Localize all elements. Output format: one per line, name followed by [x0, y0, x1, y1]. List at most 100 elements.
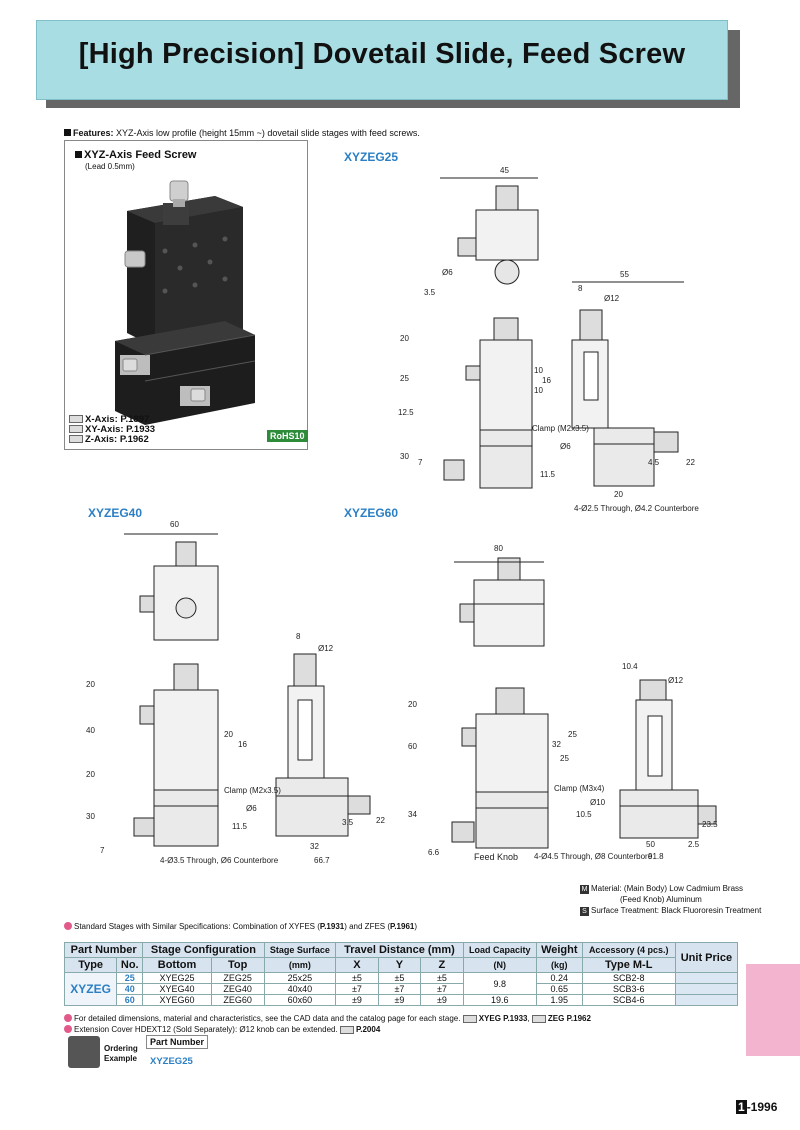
dim-label: 10: [534, 366, 543, 375]
ref-z-axis[interactable]: Z-Axis: P.1962: [69, 435, 155, 445]
th-weight: Weight: [535, 942, 583, 958]
y-cell: ±5: [377, 972, 422, 984]
th-kg: (kg): [535, 957, 583, 973]
dim-label: Clamp (M3x4): [554, 784, 605, 793]
th-load: Load Capacity: [462, 942, 537, 958]
dim-label: 16: [238, 740, 247, 749]
type-cell: XYZEG: [63, 972, 118, 1006]
title-banner: [36, 20, 728, 100]
dim-label: 20: [614, 490, 623, 499]
th-stage-surface: Stage Surface: [263, 942, 337, 958]
part-number-label: Part Number: [146, 1035, 209, 1049]
th-stage-config: Stage Configuration: [142, 942, 265, 958]
dim-label: 55: [620, 270, 629, 279]
th-unit-price: Unit Price: [674, 942, 739, 973]
ref-p1931[interactable]: P.1931: [319, 922, 345, 931]
dim-label: 4.5: [648, 458, 660, 467]
th-top: Top: [210, 957, 265, 973]
dim-label: 7: [418, 458, 423, 467]
catalog-ref-icon: [69, 415, 83, 424]
dim-label: 4-Ø2.5 Through, Ø4.2 Counterbore: [574, 504, 699, 513]
ref-x-axis[interactable]: X-Axis: P.1897: [69, 415, 155, 425]
load-cell: 9.8: [462, 972, 537, 995]
acc-cell: SCB2-8: [581, 972, 676, 984]
dim-label: 60: [408, 742, 417, 751]
banner-shadow: [728, 30, 740, 108]
dim-label: 22: [686, 458, 695, 467]
banner-shadow: [46, 100, 740, 108]
top-cell: ZEG60: [210, 994, 265, 1006]
dim-label: 60: [170, 520, 179, 529]
x-cell: ±5: [335, 972, 379, 984]
x-cell: ±7: [335, 983, 379, 995]
dim-label: 25: [400, 374, 409, 383]
dim-label: 22: [376, 816, 385, 825]
ref-p2004[interactable]: P.2004: [355, 1025, 381, 1034]
dim-label: Clamp (M2x3.5): [224, 786, 281, 795]
price-cell: [674, 994, 739, 1006]
surface-treatment: Surface Treatment: Black Fluororesin Tre…: [591, 906, 762, 915]
th-x: X: [335, 957, 379, 973]
similar-spec-note: Standard Stages with Similar Specificati…: [64, 922, 417, 931]
dim-label: 4-Ø4.5 Through, Ø8 Counterbore: [534, 852, 653, 861]
ordering-label: Ordering Example: [104, 1044, 138, 1063]
dim-label: 80: [494, 544, 503, 553]
dim-label: 66.7: [314, 856, 330, 865]
bottom-cell: XYEG40: [142, 983, 212, 995]
dim-label: 20: [86, 680, 95, 689]
weight-cell: 0.24: [535, 972, 583, 984]
info-pin-icon: [64, 922, 72, 930]
table-row: 40 XYEG40 ZEG40 40x40 ±7 ±7 ±7 0.65 SCB3…: [65, 983, 739, 995]
footnotes: For detailed dimensions, material and ch…: [64, 1013, 591, 1035]
catalog-ref-icon: [69, 425, 83, 434]
drawing-title-xyzeg40: XYZEG40: [88, 506, 143, 520]
dim-label: Feed Knob: [474, 852, 519, 862]
dim-label: 20: [86, 770, 95, 779]
catalog-ref-icon: [531, 1014, 546, 1023]
ordering-example: Ordering Example: [64, 1034, 168, 1072]
ref-p1961[interactable]: P.1961: [390, 922, 415, 931]
surface-cell: 60x60: [263, 994, 337, 1006]
acc-cell: SCB3-6: [581, 983, 676, 995]
surface-tag: S: [580, 907, 589, 916]
price-cell: [674, 972, 739, 984]
dim-label: 8: [578, 284, 583, 293]
dim-label: Ø12: [318, 644, 334, 653]
dim-label: 8: [296, 632, 301, 641]
dim-label: 20: [224, 730, 233, 739]
bottom-cell: XYEG60: [142, 994, 212, 1006]
ref-xy-axis[interactable]: XY-Axis: P.1933: [69, 425, 155, 435]
features-text: XYZ-Axis low profile (height 15mm ~) dov…: [116, 128, 420, 138]
top-cell: ZEG25: [210, 972, 265, 984]
th-z: Z: [420, 957, 464, 973]
th-type: Type: [63, 957, 118, 973]
photo-title: XYZ-Axis Feed Screw: [75, 149, 197, 161]
catalog-ref-icon: [462, 1014, 477, 1023]
y-cell: ±9: [377, 994, 422, 1006]
dim-label: 11.5: [232, 822, 247, 831]
part-number-value: XYZEG25: [150, 1056, 193, 1067]
th-type-ml: Type M-L: [581, 957, 676, 973]
th-y: Y: [377, 957, 422, 973]
dim-label: Ø12: [668, 676, 684, 685]
th-travel: Travel Distance (mm): [335, 942, 464, 958]
dim-label: 12.5: [398, 408, 414, 417]
price-cell: [674, 983, 739, 995]
top-cell: ZEG40: [210, 983, 265, 995]
page-number: 1-1996: [736, 1100, 777, 1114]
ref-xyeg[interactable]: XYEG P.1933: [478, 1014, 528, 1023]
dim-label: 7: [100, 846, 105, 855]
weight-cell: 0.65: [535, 983, 583, 995]
ref-zeg[interactable]: ZEG P.1962: [547, 1014, 591, 1023]
x-cell: ±9: [335, 994, 379, 1006]
square-bullet-icon: [75, 151, 82, 158]
table-row: 60 XYEG60 ZEG60 60x60 ±9 ±9 ±9 19.6 1.95…: [65, 994, 739, 1006]
dim-label: 45: [500, 166, 509, 175]
bottom-cell: XYEG25: [142, 972, 212, 984]
drawing-title-xyzeg25: XYZEG25: [344, 150, 399, 164]
drawing-title-xyzeg60: XYZEG60: [344, 506, 399, 520]
phone-order-icon: [68, 1036, 100, 1068]
features-label: Features:: [73, 128, 114, 138]
dim-label: 6.6: [428, 848, 440, 857]
dim-label: Ø6: [442, 268, 453, 277]
